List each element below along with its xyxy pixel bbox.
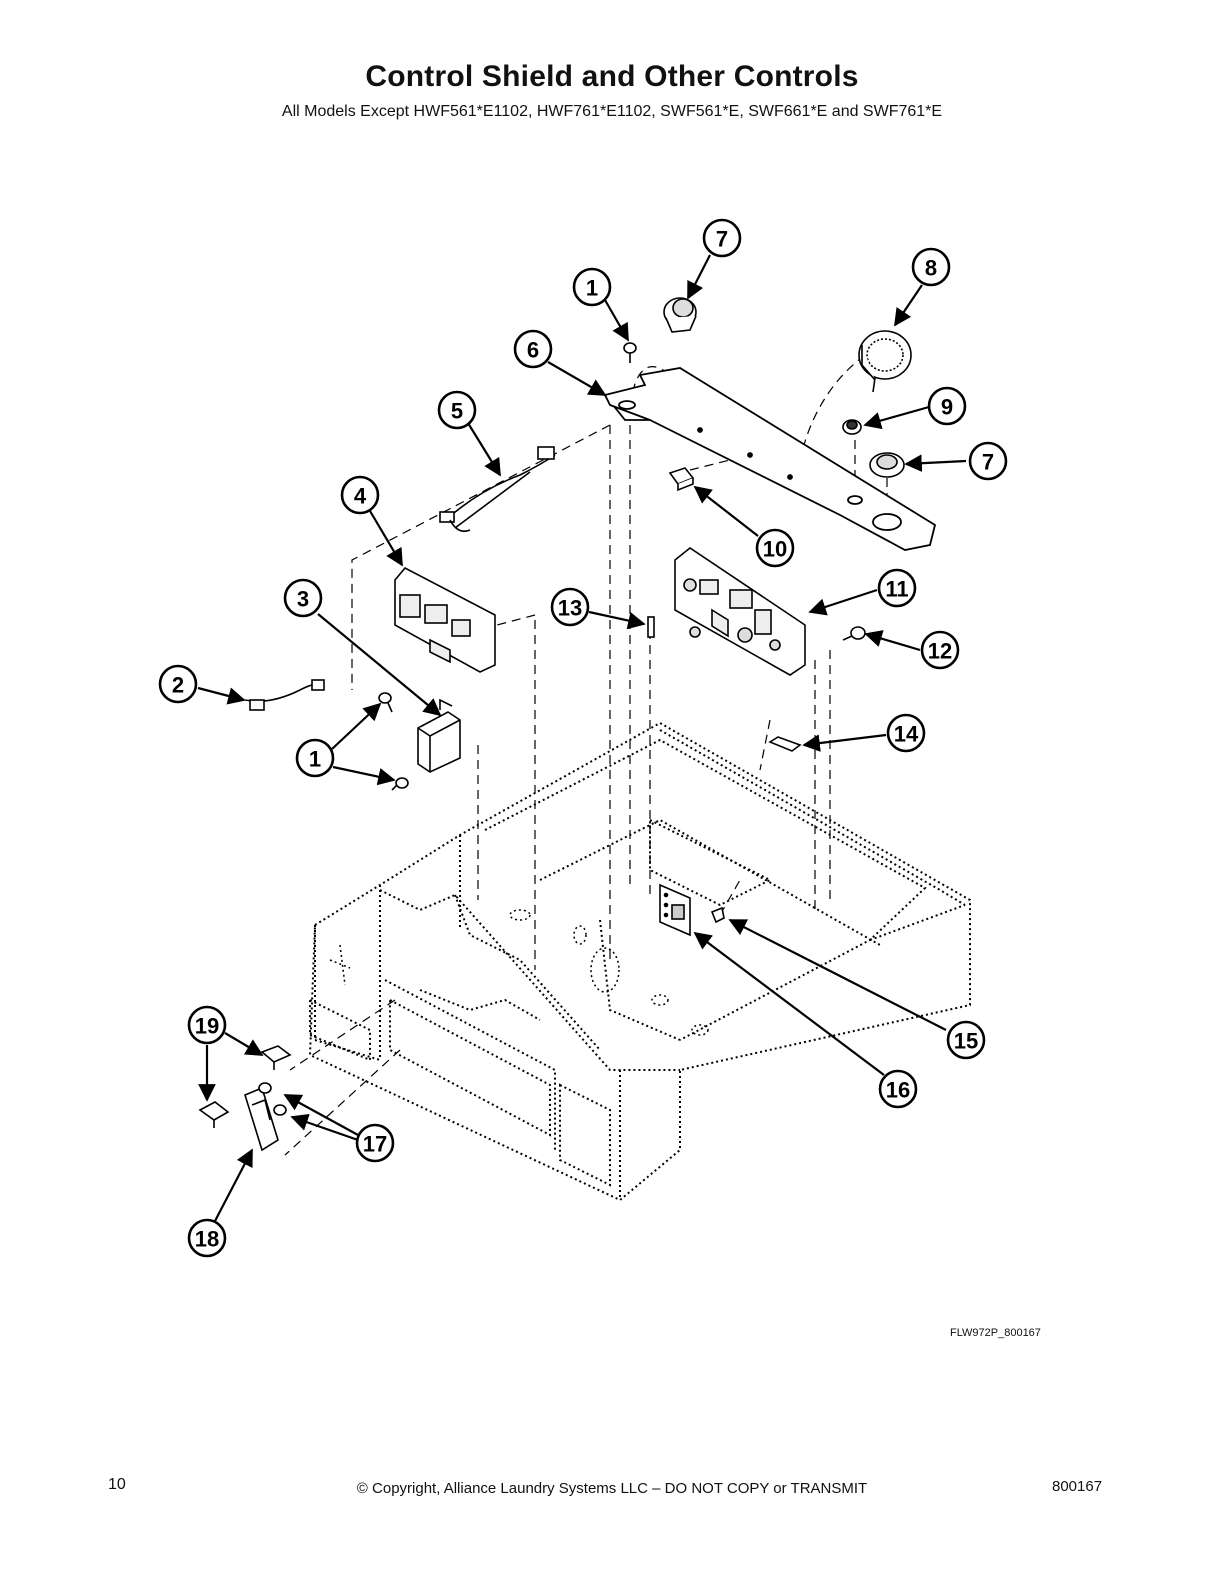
- callout-18: 18: [187, 1218, 227, 1258]
- cable-2: [244, 679, 325, 711]
- switch-plate: [659, 883, 691, 937]
- callout-1: 1: [572, 267, 612, 307]
- callout-label: 4: [354, 484, 367, 509]
- page-title: Control Shield and Other Controls: [365, 60, 859, 93]
- callout-15: 15: [946, 1020, 986, 1060]
- cabinet-outline: [308, 721, 971, 1202]
- callout-label: 14: [894, 722, 919, 747]
- callout-label: 10: [763, 537, 787, 562]
- terminal-block: [768, 736, 802, 752]
- figure-id: FLW972P_800167: [950, 1327, 1041, 1339]
- callout-7: 7: [968, 441, 1008, 481]
- connector-part: [668, 467, 695, 492]
- screw-12: [842, 626, 866, 641]
- callout-label: 11: [885, 577, 908, 602]
- callout-16: 16: [878, 1069, 918, 1109]
- callout-6: 6: [513, 329, 553, 369]
- callout-label: 18: [195, 1227, 219, 1252]
- callout-2: 2: [158, 664, 198, 704]
- control-shield-bracket: [603, 367, 937, 551]
- callout-7: 7: [702, 218, 742, 258]
- callout-8: 8: [911, 247, 951, 287]
- document-number: 800167: [1052, 1478, 1103, 1495]
- callout-label: 3: [297, 587, 309, 612]
- standoff-13: [647, 616, 655, 638]
- selector-knob-top: [663, 297, 697, 333]
- page-subtitle: All Models Except HWF561*E1102, HWF761*E…: [281, 103, 943, 120]
- wire-harness: [439, 446, 556, 533]
- callout-label: 15: [954, 1029, 978, 1054]
- callout-label: 7: [716, 227, 728, 252]
- selector-knob-right: [869, 452, 905, 478]
- callout-label: 19: [195, 1014, 219, 1039]
- callout-label: 1: [309, 747, 321, 772]
- callout-label: 13: [558, 596, 582, 621]
- callout-11: 11: [877, 568, 917, 608]
- copyright-notice: © Copyright, Alliance Laundry Systems LL…: [356, 1480, 868, 1497]
- transformer: [417, 698, 461, 773]
- callout-label: 16: [886, 1078, 910, 1103]
- callout-9: 9: [927, 386, 967, 426]
- callout-10: 10: [755, 528, 795, 568]
- relay-module: [394, 566, 496, 673]
- small-knob: [842, 419, 862, 435]
- callout-label: 9: [941, 395, 953, 420]
- screws-1: [378, 342, 637, 791]
- callout-label: 8: [925, 256, 937, 281]
- callout-1: 1: [295, 738, 335, 778]
- callout-14: 14: [886, 713, 926, 753]
- callout-5: 5: [437, 390, 477, 430]
- timer-dial: [858, 330, 912, 393]
- callout-label: 1: [586, 276, 598, 301]
- lower-left-parts: [198, 1045, 292, 1152]
- callout-label: 6: [527, 338, 539, 363]
- callout-12: 12: [920, 630, 960, 670]
- control-board: [674, 547, 806, 676]
- callout-3: 3: [283, 578, 323, 618]
- callout-label: 5: [451, 399, 463, 424]
- page-number: 10: [108, 1476, 126, 1493]
- callout-label: 12: [928, 639, 952, 664]
- callout-17: 17: [355, 1123, 395, 1163]
- callout-label: 2: [172, 673, 184, 698]
- clip-15: [710, 906, 725, 924]
- callout-4: 4: [340, 475, 380, 515]
- callout-13: 13: [550, 587, 590, 627]
- leader-lines: [197, 254, 967, 1222]
- callout-19: 19: [187, 1005, 227, 1045]
- callout-label: 17: [363, 1132, 387, 1157]
- callout-label: 7: [982, 450, 994, 475]
